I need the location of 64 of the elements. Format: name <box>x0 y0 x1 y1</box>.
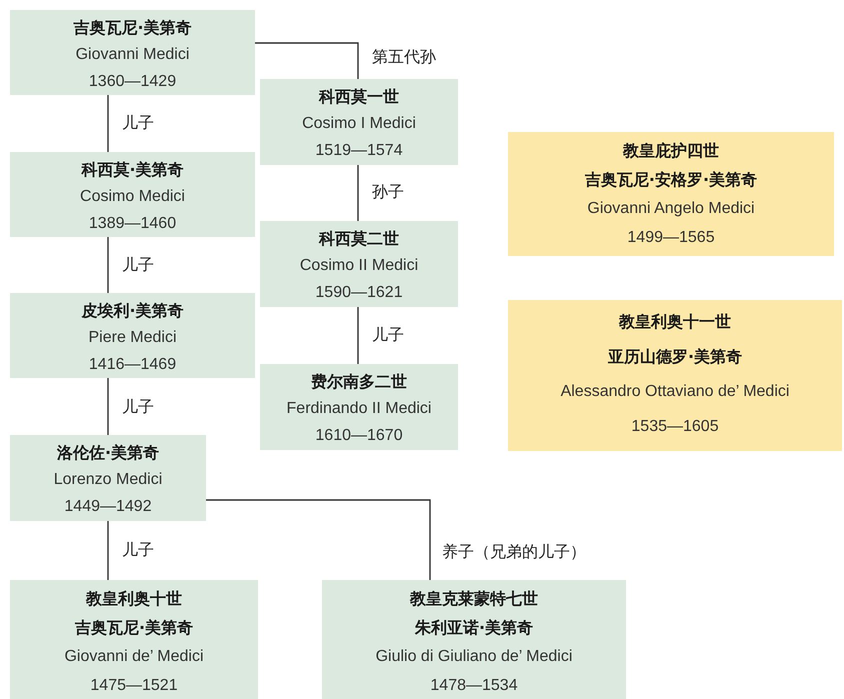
edge-label: 儿子 <box>122 255 154 275</box>
person-box <box>10 152 255 237</box>
person-box <box>508 132 834 256</box>
connector-line <box>206 499 431 580</box>
person-box <box>10 580 258 699</box>
name-text: 费尔南多二世 <box>311 371 407 393</box>
connector-line <box>357 307 359 364</box>
latin-name-text: Piere Medici <box>88 328 177 348</box>
name-text: 吉奥瓦尼·美第奇 <box>74 617 194 639</box>
years-text: 1519—1574 <box>315 141 403 161</box>
person-box <box>260 364 458 450</box>
name-text: 教皇庇护四世 <box>623 140 719 162</box>
latin-name-text: Giovanni de’ Medici <box>64 647 204 667</box>
person-box <box>10 293 255 378</box>
edge-label: 孙子 <box>372 182 404 202</box>
years-text: 1475—1521 <box>90 676 178 696</box>
connector-line <box>107 95 109 152</box>
years-text: 1499—1565 <box>627 228 715 248</box>
connector-line <box>107 237 109 293</box>
edge-label: 儿子 <box>122 113 154 133</box>
edge-label: 养子（兄弟的儿子） <box>442 542 586 562</box>
person-box <box>260 221 458 307</box>
latin-name-text: Lorenzo Medici <box>54 470 162 490</box>
years-text: 1610—1670 <box>315 426 403 446</box>
years-text: 1478—1534 <box>430 676 518 696</box>
connector-line <box>107 378 109 435</box>
latin-name-text: Alessandro Ottaviano de’ Medici <box>560 382 790 402</box>
person-box <box>10 435 206 521</box>
name-text: 教皇利奥十一世 <box>619 311 731 333</box>
years-text: 1360—1429 <box>88 72 176 92</box>
name-text: 吉奥瓦尼·美第奇 <box>73 17 192 39</box>
person-box <box>260 79 458 165</box>
edge-label: 儿子 <box>372 325 404 345</box>
years-text: 1416—1469 <box>88 355 176 375</box>
years-text: 1389—1460 <box>88 214 176 234</box>
edge-label: 儿子 <box>122 540 154 560</box>
connector-line <box>357 165 359 221</box>
name-text: 教皇克莱蒙特七世 <box>410 588 538 610</box>
edge-label: 儿子 <box>122 397 154 417</box>
name-text: 科西莫一世 <box>319 86 399 108</box>
name-text: 科西莫·美第奇 <box>81 159 184 181</box>
name-text: 吉奥瓦尼·安格罗·美第奇 <box>584 169 758 191</box>
name-text: 亚历山德罗·美第奇 <box>608 346 742 368</box>
latin-name-text: Cosimo Medici <box>80 187 185 207</box>
years-text: 1535—1605 <box>631 417 719 437</box>
name-text: 教皇利奥十世 <box>86 588 182 610</box>
latin-name-text: Ferdinando II Medici <box>286 399 432 419</box>
connector-line <box>255 42 359 79</box>
latin-name-text: Giovanni Angelo Medici <box>587 199 755 219</box>
person-box <box>10 10 255 95</box>
person-box <box>322 580 626 699</box>
years-text: 1449—1492 <box>64 497 152 517</box>
years-text: 1590—1621 <box>315 283 403 303</box>
name-text: 洛伦佐·美第奇 <box>56 442 160 464</box>
name-text: 皮埃利·美第奇 <box>81 300 184 322</box>
edge-label: 第五代孙 <box>372 47 436 67</box>
name-text: 朱利亚诺·美第奇 <box>414 617 534 639</box>
latin-name-text: Giovanni Medici <box>76 45 190 65</box>
connector-line <box>107 521 109 580</box>
name-text: 科西莫二世 <box>319 228 399 250</box>
latin-name-text: Cosimo II Medici <box>300 256 418 276</box>
person-box <box>508 300 842 451</box>
latin-name-text: Cosimo I Medici <box>302 114 416 134</box>
latin-name-text: Giulio di Giuliano de’ Medici <box>376 647 572 667</box>
